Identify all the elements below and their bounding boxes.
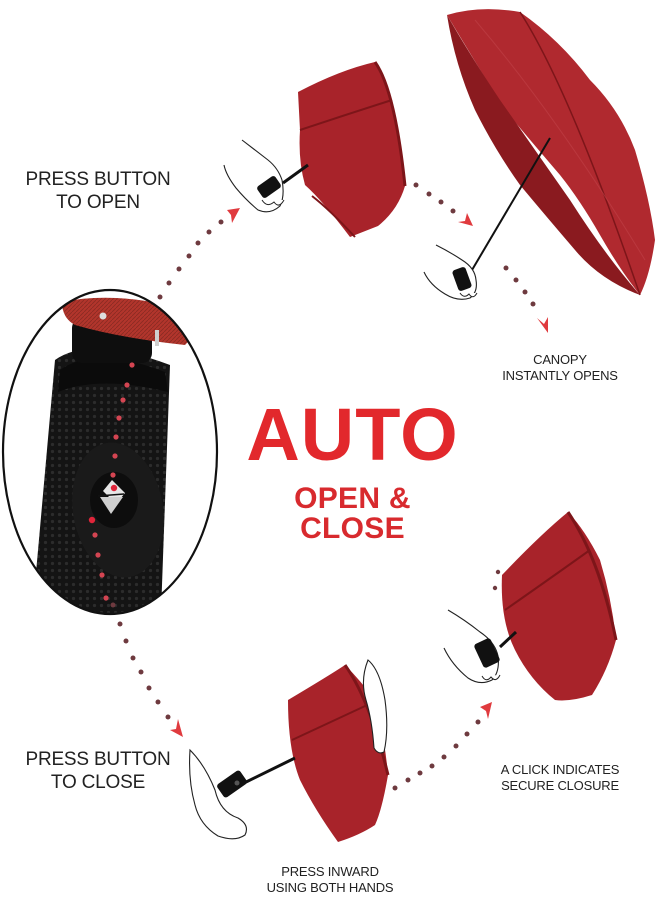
caption-line: SECURE CLOSURE (501, 777, 619, 793)
caption-line: TO CLOSE (50, 772, 146, 794)
caption-line: TO OPEN (56, 192, 140, 214)
caption-line: PRESS INWARD (281, 864, 379, 879)
umbrella-icon (498, 511, 618, 701)
caption-click-closure: A CLICK INDICATES SECURE CLOSURE (490, 762, 630, 794)
hand-icon (423, 244, 478, 300)
caption-press-close: PRESS BUTTON TO CLOSE (18, 748, 178, 794)
caption-line: PRESS BUTTON (25, 749, 171, 770)
caption-line: PRESS BUTTON (25, 169, 171, 190)
caption-line: INSTANTLY OPENS (502, 367, 618, 383)
hand-icon (223, 139, 285, 213)
dotted-arrow-icon (492, 569, 501, 591)
umbrella-icon (282, 61, 407, 238)
umbrella-icon (447, 9, 655, 296)
caption-line: CANOPY (533, 352, 587, 367)
hand-icon (443, 609, 501, 684)
caption-press-inward: PRESS INWARD USING BOTH HANDS (260, 864, 400, 896)
dotted-arrow-icon (413, 182, 473, 226)
dotted-arrow-icon (157, 208, 240, 300)
headline-sub: OPEN & CLOSE (294, 482, 411, 545)
caption-line: USING BOTH HANDS (266, 879, 394, 895)
headline: AUTO OPEN & CLOSE (240, 398, 465, 544)
handle-closeup-icon (1, 288, 219, 616)
dotted-arrow-icon (392, 702, 492, 791)
caption-press-open: PRESS BUTTON TO OPEN (18, 168, 178, 214)
caption-canopy-opens: CANOPY INSTANTLY OPENS (490, 352, 630, 384)
caption-line: A CLICK INDICATES (500, 762, 620, 777)
headline-main: AUTO (246, 393, 459, 476)
dotted-arrow-icon (503, 265, 548, 333)
dotted-arrow-icon (110, 602, 183, 737)
hand-icon (189, 659, 388, 840)
